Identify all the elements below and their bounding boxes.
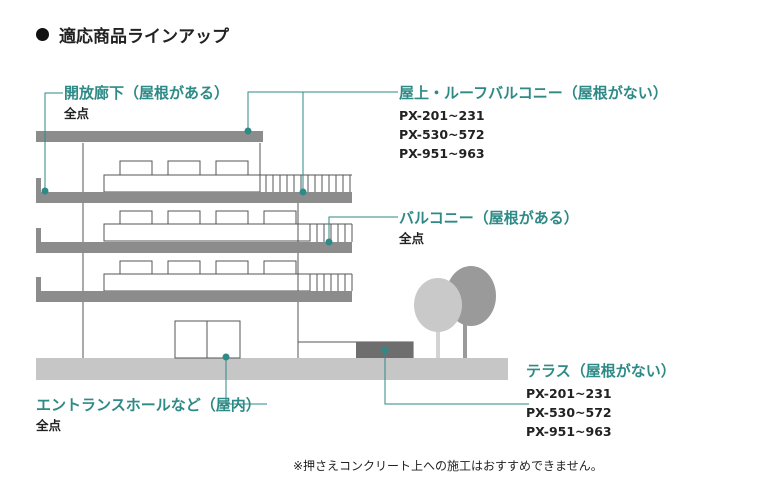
label-terrace: テラス（屋根がない） PX-201~231 PX-530~572 PX-951~… — [526, 362, 676, 441]
model-range: PX-201~231 — [399, 108, 485, 123]
label-entrance-title: エントランスホールなど（屋内） — [36, 396, 261, 414]
ground — [36, 358, 508, 380]
label-open-corridor: 開放廊下（屋根がある） 全点 — [64, 84, 229, 121]
label-balcony-sub: 全点 — [399, 231, 425, 246]
section-heading: 適応商品ラインアップ — [36, 22, 229, 47]
building-walls — [82, 143, 414, 359]
label-entrance: エントランスホールなど（屋内） 全点 — [36, 396, 261, 433]
leader-lines — [44, 91, 529, 405]
label-open-corridor-sub: 全点 — [64, 106, 90, 121]
label-rooftop: 屋上・ルーフバルコニー（屋根がない） PX-201~231 PX-530~572… — [399, 84, 668, 163]
label-open-corridor-title: 開放廊下（屋根がある） — [64, 84, 230, 102]
tree-light — [414, 278, 462, 358]
slabs — [36, 131, 413, 358]
marker-dots — [41, 127, 389, 361]
railings — [260, 174, 353, 291]
footnote: ※押さえコンクリート上への施工はおすすめできません。 — [293, 459, 603, 473]
model-range: PX-951~963 — [526, 424, 612, 439]
label-entrance-sub: 全点 — [36, 418, 62, 433]
heading-text: 適応商品ラインアップ — [59, 27, 229, 47]
label-terrace-title: テラス（屋根がない） — [526, 362, 676, 380]
label-balcony-title: バルコニー（屋根がある） — [399, 209, 579, 227]
bullet-icon — [36, 28, 49, 41]
model-range: PX-530~572 — [526, 405, 612, 420]
model-range: PX-201~231 — [526, 386, 612, 401]
label-balcony: バルコニー（屋根がある） 全点 — [399, 209, 579, 246]
model-range: PX-951~963 — [399, 146, 485, 161]
model-range: PX-530~572 — [399, 127, 485, 142]
label-rooftop-title: 屋上・ルーフバルコニー（屋根がない） — [399, 84, 668, 102]
